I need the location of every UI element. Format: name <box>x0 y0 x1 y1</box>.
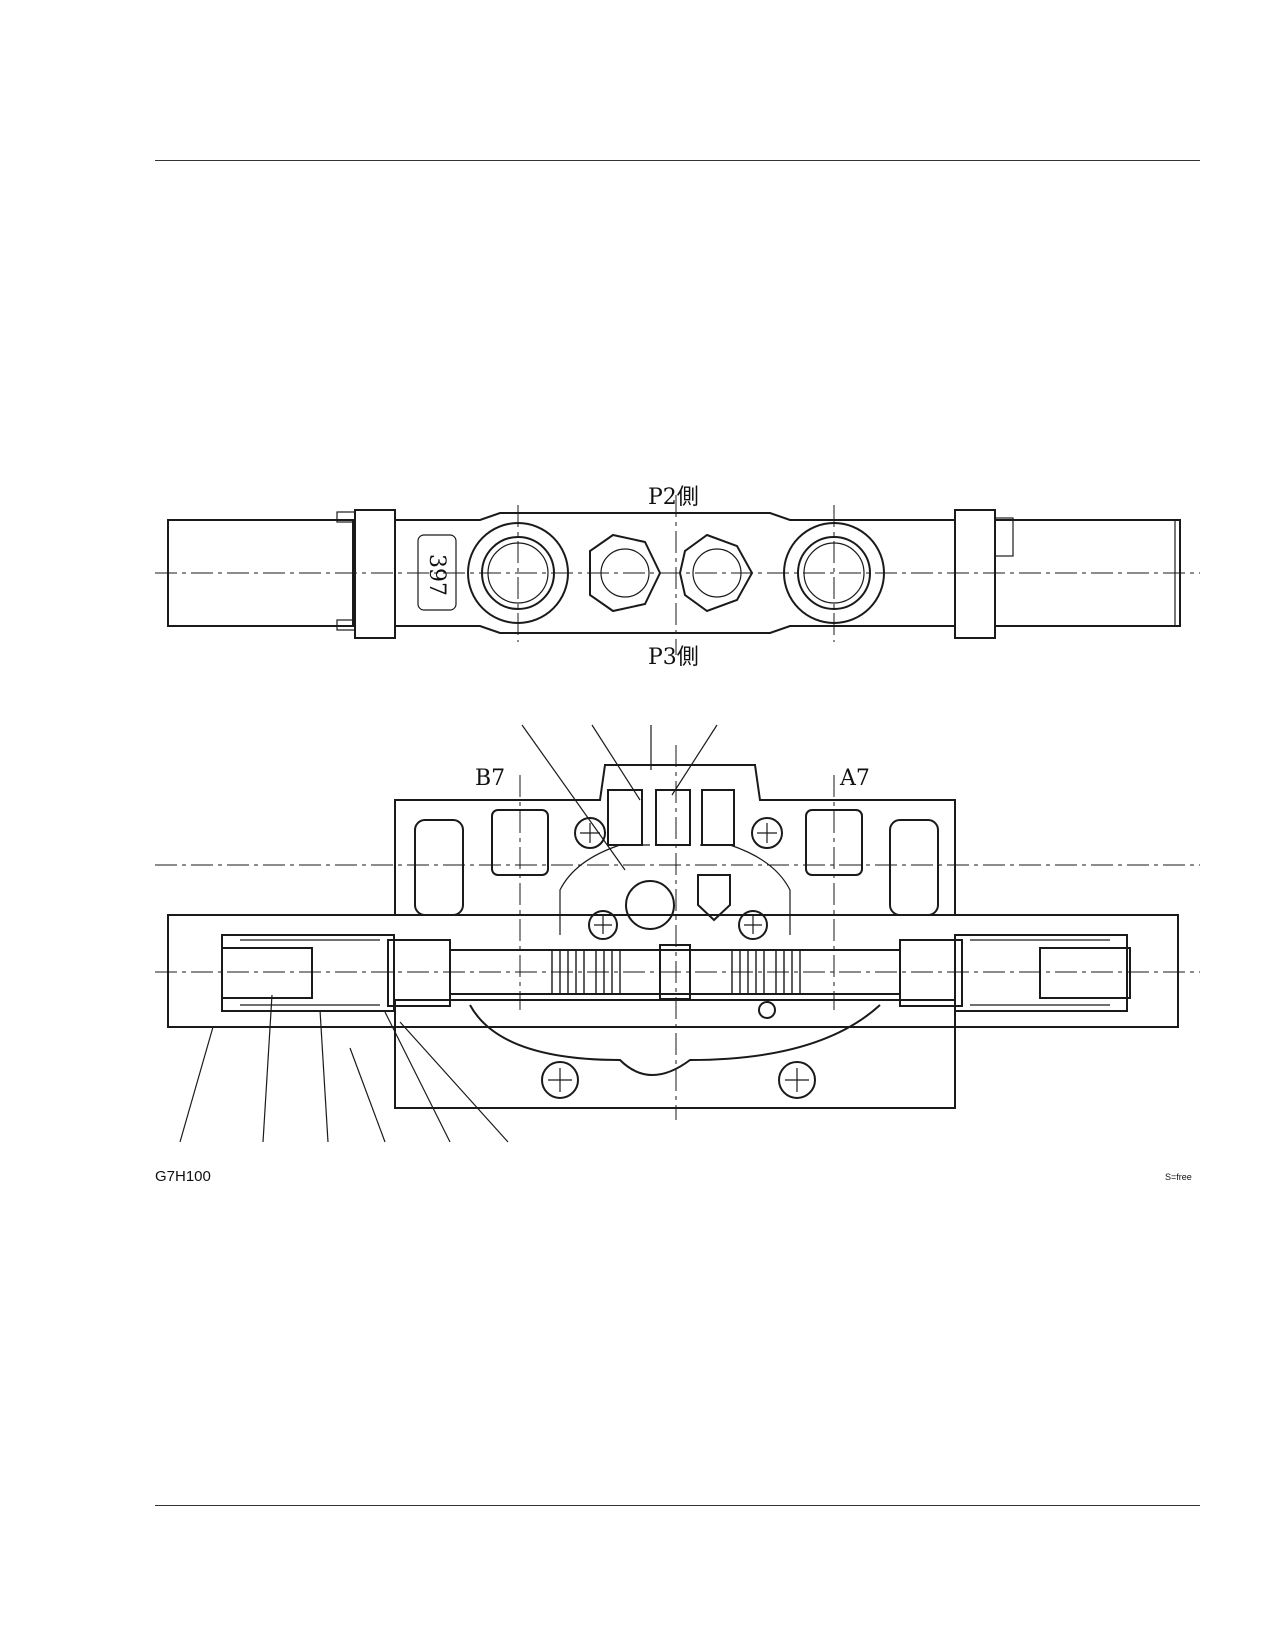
bolt-holes <box>541 817 816 1099</box>
port-left <box>481 536 555 610</box>
right-spring-cap <box>994 519 1181 627</box>
leader-line-bottom-2 <box>262 994 273 1143</box>
bolt-hole-7 <box>758 1001 776 1019</box>
leader-line-bottom-3 <box>319 1009 329 1143</box>
right-spring-seat <box>1039 947 1131 999</box>
right-flange-lug <box>994 517 1014 557</box>
header-rule <box>155 160 1200 161</box>
bolt-hole-6 <box>778 1061 816 1099</box>
right-flange <box>954 509 996 639</box>
port-right <box>797 536 871 610</box>
casting-mark-text: 397 <box>424 554 449 596</box>
leader-line-bottom-1 <box>179 1026 214 1143</box>
plug-p3-face <box>692 548 742 598</box>
footer-rule <box>155 1505 1200 1506</box>
top-view <box>155 495 1200 655</box>
bolt-hole-5 <box>541 1061 579 1099</box>
b7-port-label: B7 <box>475 766 505 791</box>
check-valve-center <box>655 789 691 846</box>
plug-p3-hex <box>678 533 754 613</box>
leader-line-bottom-5 <box>384 1011 451 1143</box>
scale-note: S=free <box>1165 1172 1192 1182</box>
right-relief-piston <box>889 819 939 916</box>
center-passage-bore <box>625 880 675 930</box>
check-valve-left <box>607 789 643 846</box>
plug-p2-face <box>600 548 650 598</box>
left-flange-tab-bottom <box>336 619 356 631</box>
left-flange <box>354 509 396 639</box>
passage-right <box>700 844 791 935</box>
leader-line-top-2 <box>591 724 641 801</box>
check-valve-right <box>701 789 735 846</box>
plug-p2-hex <box>589 533 662 613</box>
left-spring-chamber <box>221 934 395 1012</box>
leader-line-bottom-4 <box>349 1047 386 1143</box>
lower-body-block <box>394 999 956 1109</box>
left-relief-piston <box>414 819 464 916</box>
bolt-hole-2 <box>751 817 783 849</box>
left-spool-end <box>387 939 451 1007</box>
bolt-hole-4 <box>738 910 768 940</box>
leader-line-top-4 <box>671 724 718 796</box>
bolt-hole-1 <box>574 817 606 849</box>
left-spring-cap <box>167 519 354 627</box>
figure-id: G7H100 <box>155 1168 211 1185</box>
center-plug <box>697 874 731 922</box>
section-view <box>155 724 1200 1143</box>
left-spring-seat <box>221 947 313 999</box>
a7-port-label: A7 <box>839 766 870 791</box>
spool-housing <box>167 914 1179 1028</box>
bolt-hole-3 <box>588 910 618 940</box>
left-flange-tab-top <box>336 511 356 523</box>
casting-mark-plate <box>417 534 457 611</box>
p2-side-label: P2側 <box>648 485 699 510</box>
p3-side-label: P3側 <box>648 645 699 670</box>
right-spring-chamber <box>954 934 1128 1012</box>
passage-left <box>559 844 650 935</box>
leader-line-bottom-6 <box>399 1021 509 1143</box>
lower-return-cavity <box>469 1004 881 1076</box>
right-spool-end <box>899 939 963 1007</box>
